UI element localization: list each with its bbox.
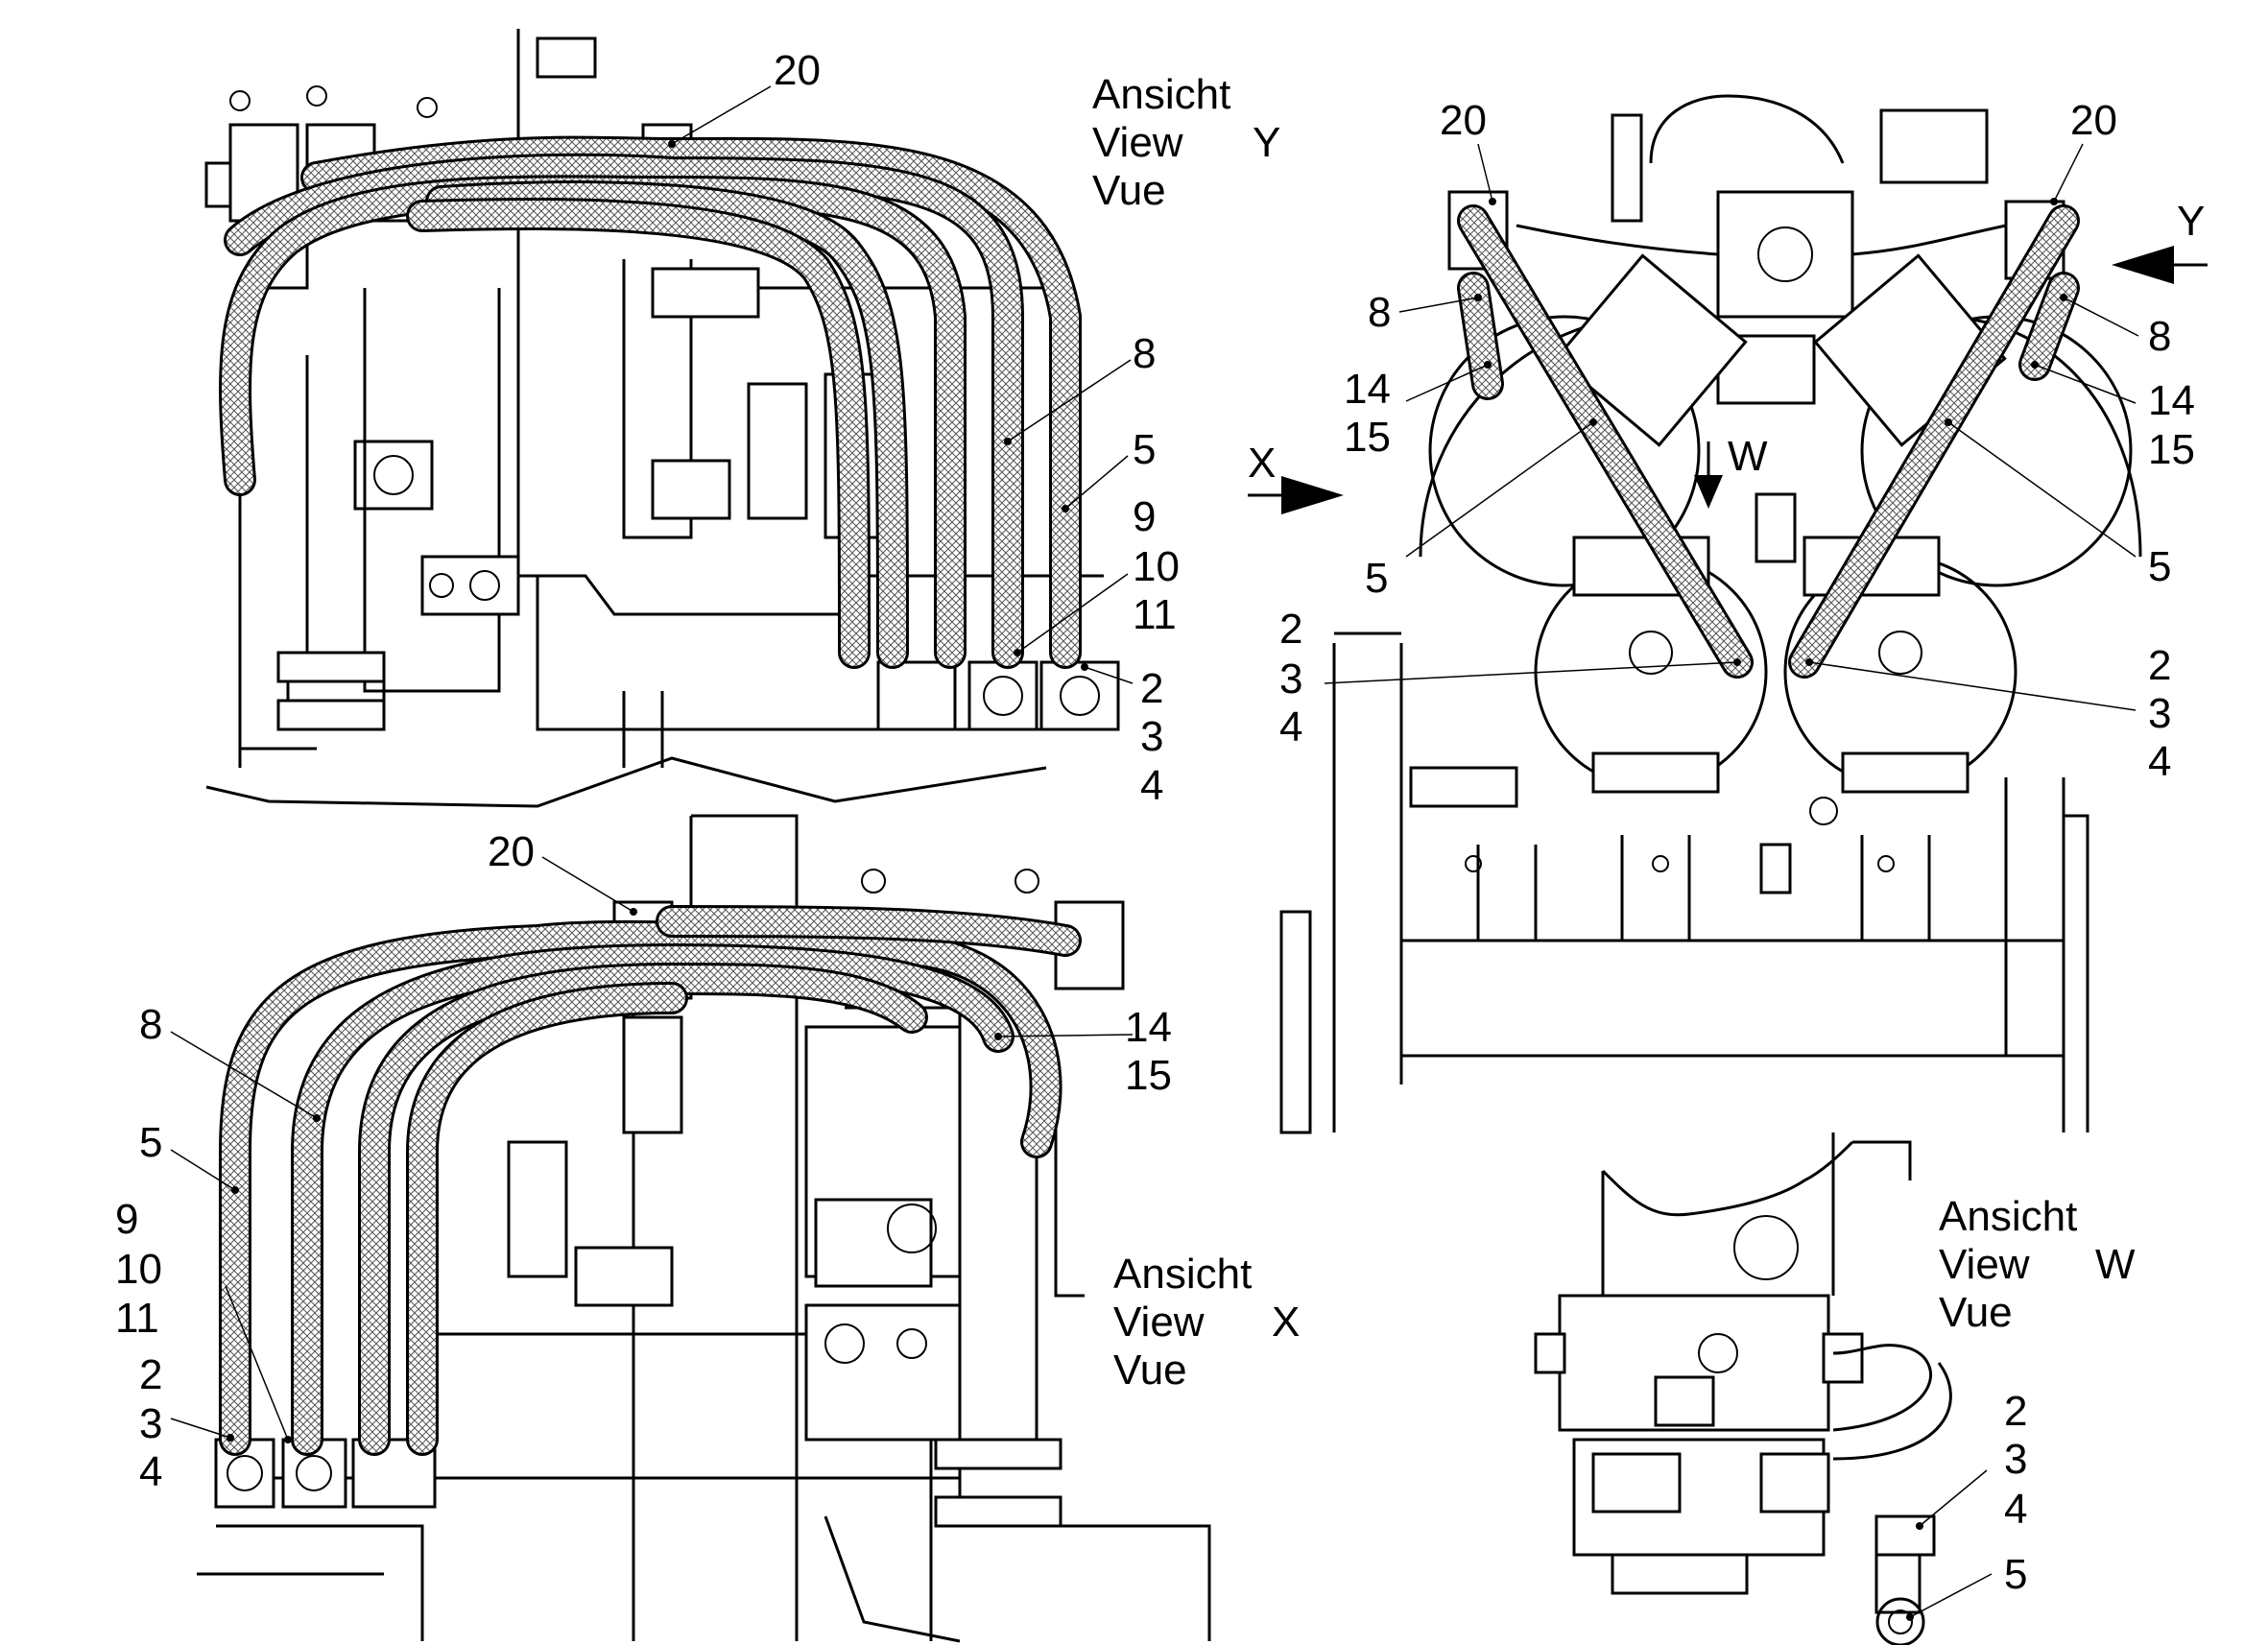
view-x-caption: Ansicht View X Vue (1113, 1251, 1300, 1394)
view-x-line1: Ansicht (1113, 1251, 1252, 1298)
view-x-hoses (219, 905, 1082, 1456)
callout-bl-14: 14 (1125, 1004, 1172, 1051)
callout-tl-2: 2 (1140, 665, 1163, 712)
view-y-letter: Y (1253, 119, 1280, 166)
callout-bl-4: 4 (139, 1448, 162, 1495)
view-w-drawing (1534, 1132, 1952, 1645)
callout-tl-9: 9 (1133, 493, 1156, 540)
arrow-w-label: W (1728, 433, 1768, 480)
callout-r-5-left: 5 (1365, 555, 1388, 602)
view-w-line2: View (1939, 1241, 2030, 1288)
callout-r-15-left: 15 (1344, 414, 1391, 461)
callout-tl-3: 3 (1140, 713, 1163, 760)
view-w-line3: Vue (1939, 1289, 2013, 1336)
callout-r-2-right: 2 (2148, 642, 2171, 689)
callout-bl-15: 15 (1125, 1052, 1172, 1099)
view-y-hoses (219, 135, 1082, 669)
callout-r-3-left: 3 (1279, 656, 1302, 703)
arrow-x-label: X (1248, 440, 1276, 487)
view-y-line3: Vue (1092, 167, 1166, 214)
callout-tl-4: 4 (1140, 762, 1163, 809)
callout-tl-10: 10 (1133, 543, 1180, 590)
view-arrow-w (1694, 441, 1723, 509)
callout-tl-8: 8 (1133, 330, 1156, 377)
main-view-hoses (1457, 204, 2080, 679)
callout-r-14-left: 14 (1344, 366, 1391, 413)
callout-bl-20: 20 (488, 828, 535, 875)
callout-br-4: 4 (2004, 1486, 2027, 1533)
callout-r-20-right: 20 (2070, 97, 2117, 144)
callout-labels: 20 8 5 9 10 11 2 3 4 20 14 15 8 5 9 10 1… (115, 47, 2205, 1598)
view-x-drawing (197, 814, 1211, 1643)
view-y-caption: Ansicht View Y Vue (1092, 71, 1280, 214)
callout-bl-8: 8 (139, 1001, 162, 1048)
view-arrow-y (2112, 246, 2208, 284)
callout-br-2: 2 (2004, 1388, 2027, 1435)
callout-r-4-right: 4 (2148, 738, 2171, 785)
callout-bl-3: 3 (139, 1400, 162, 1447)
callout-r-4-left: 4 (1279, 703, 1302, 751)
view-w-letter: W (2095, 1241, 2136, 1288)
view-x-line2: View (1113, 1299, 1205, 1346)
callout-br-5: 5 (2004, 1551, 2027, 1598)
view-w-caption: Ansicht View W Vue (1939, 1193, 2136, 1336)
callout-bl-5: 5 (139, 1119, 162, 1166)
callout-bl-11: 11 (115, 1295, 159, 1342)
arrow-y-label: Y (2177, 198, 2205, 245)
callout-r-8-right: 8 (2148, 313, 2171, 360)
callout-r-8-left: 8 (1368, 289, 1391, 336)
callout-tl-20: 20 (774, 47, 821, 94)
callout-bl-9: 9 (115, 1196, 138, 1243)
view-w-line1: Ansicht (1939, 1193, 2077, 1240)
callout-bl-10: 10 (115, 1246, 162, 1293)
leader-lines (170, 85, 2139, 1621)
callout-r-5-right: 5 (2148, 543, 2171, 590)
callout-bl-2: 2 (139, 1351, 162, 1398)
view-arrow-x (1248, 476, 1344, 514)
callout-r-20-left: 20 (1440, 97, 1487, 144)
callout-r-14-right: 14 (2148, 377, 2195, 424)
callout-tl-5: 5 (1133, 426, 1156, 473)
view-x-line3: Vue (1113, 1347, 1187, 1394)
callout-br-3: 3 (2004, 1436, 2027, 1483)
view-y-line1: Ansicht (1092, 71, 1230, 118)
callout-r-3-right: 3 (2148, 690, 2171, 737)
view-y-line2: View (1092, 119, 1183, 166)
view-x-letter: X (1272, 1299, 1300, 1346)
callout-r-15-right: 15 (2148, 426, 2195, 473)
callout-r-2-left: 2 (1279, 606, 1302, 653)
callout-tl-11: 11 (1133, 591, 1177, 638)
